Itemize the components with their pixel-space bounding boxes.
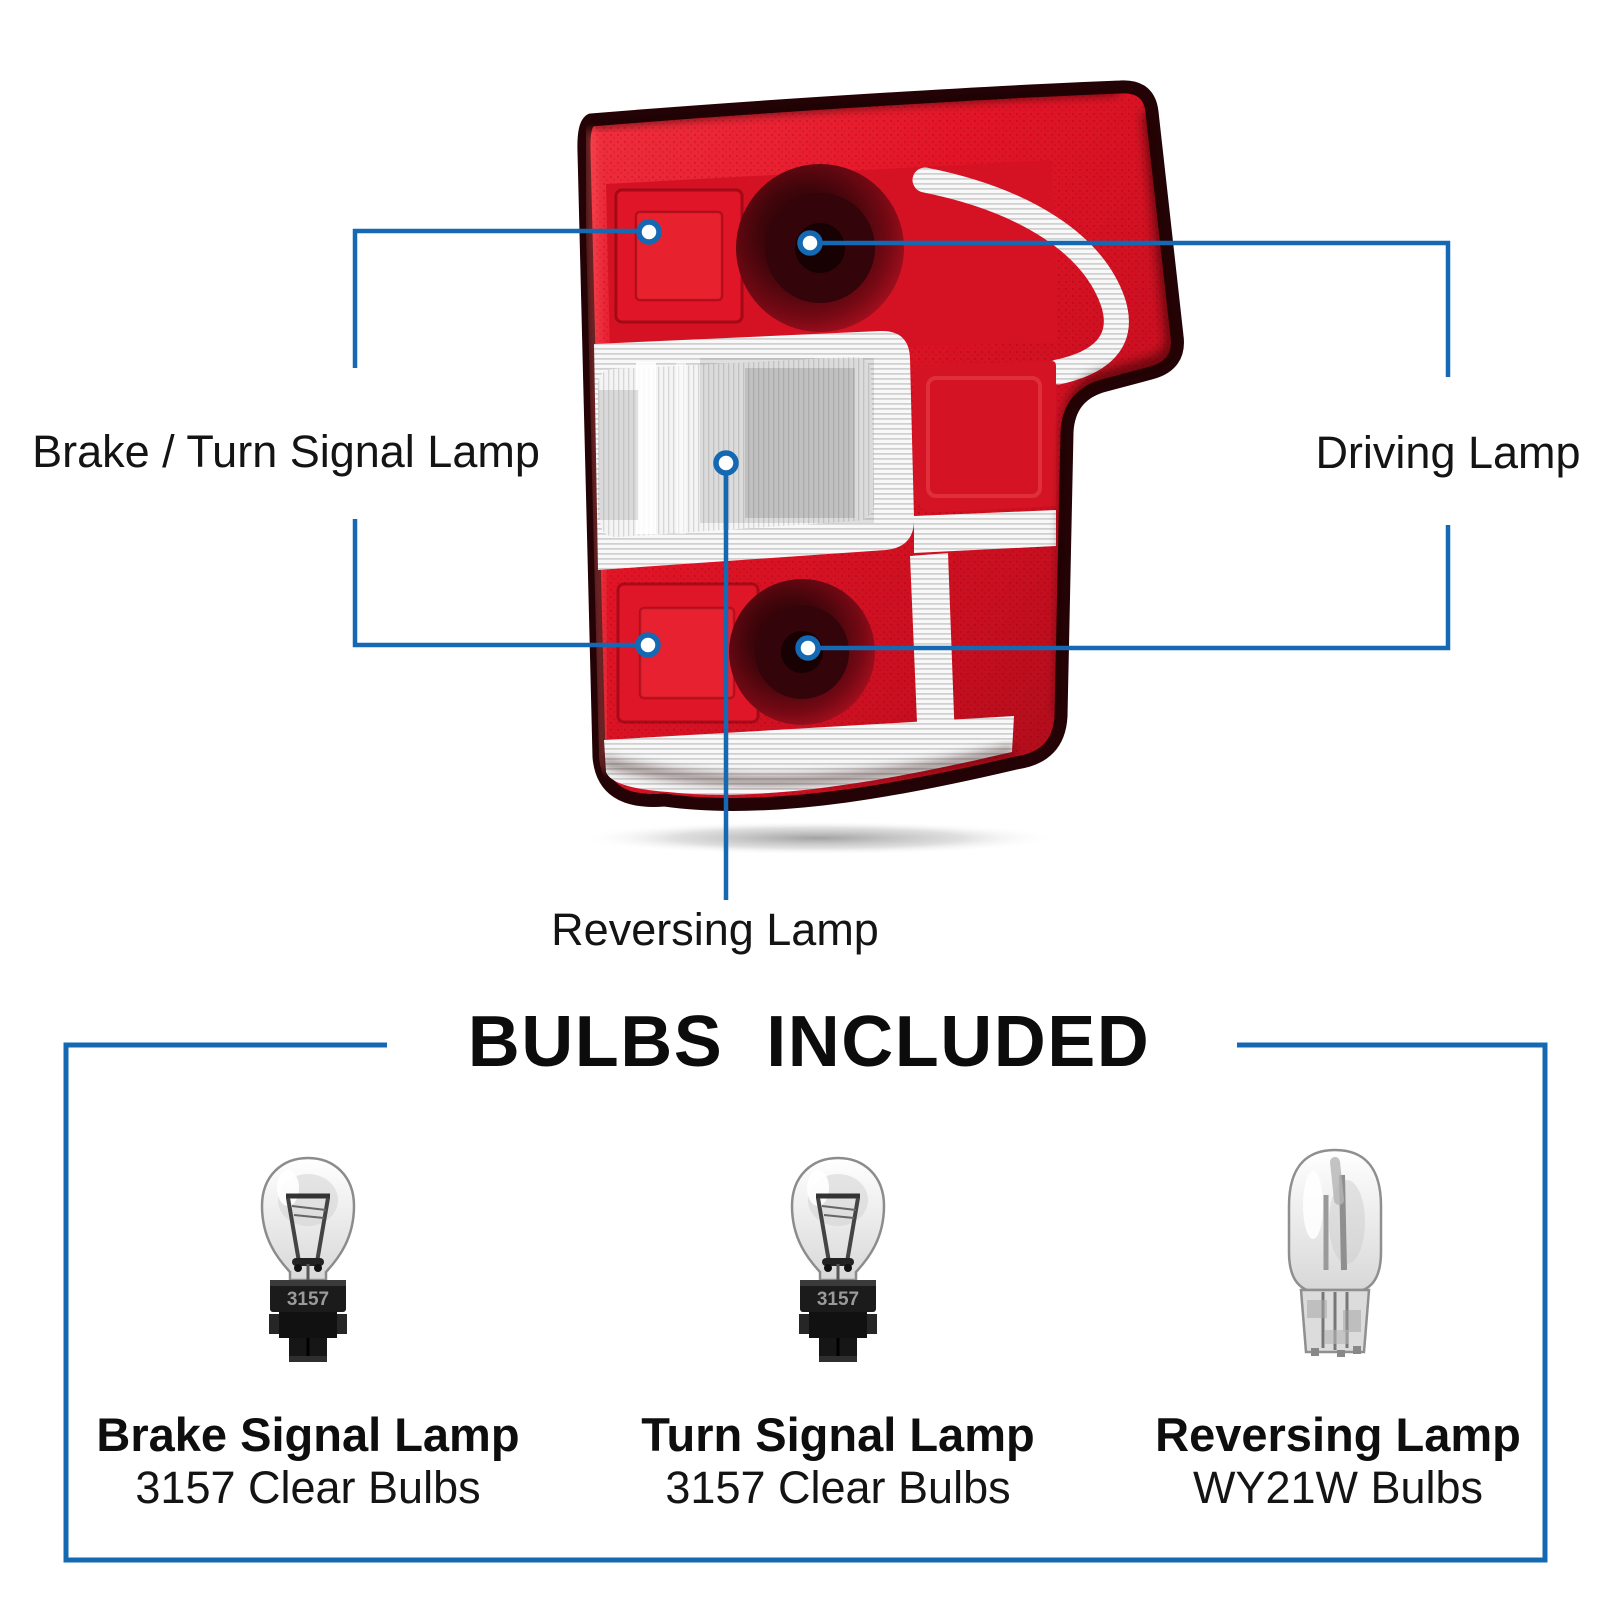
reversing-lamp-label: Reversing Lamp — [551, 904, 879, 955]
callout-dots — [635, 219, 823, 661]
bulbs-included-heading: BULBS INCLUDED — [467, 1002, 1151, 1082]
bulb-3157-turn-illustration: 3157 — [790, 1156, 886, 1362]
driving-lamp-label: Driving Lamp — [1315, 427, 1581, 478]
wing-chrome-light-guide — [912, 167, 1129, 385]
lamp-shadow — [578, 821, 1058, 855]
callout-dot-reversing — [713, 450, 739, 476]
brake-turn-signal-label: Brake / Turn Signal Lamp — [32, 426, 540, 477]
bulb-caption-brake: Brake Signal Lamp 3157 Clear Bulbs — [78, 1407, 538, 1513]
bulb-3157-brake-illustration: 3157 — [260, 1156, 356, 1362]
bulb-spec: 3157 Clear Bulbs — [135, 1462, 481, 1513]
callout-lines — [352, 228, 1451, 900]
driving-callout-line-top — [810, 240, 1451, 377]
callout-dot-brake-top — [636, 219, 662, 245]
bulb-base-marking: 3157 — [287, 1289, 329, 1310]
bulb-spec: WY21W Bulbs — [1192, 1462, 1484, 1513]
callout-dot-driving-top — [797, 230, 823, 256]
bulb-name: Turn Signal Lamp — [641, 1408, 1035, 1461]
bulbs-frame-border — [63, 1042, 1548, 1563]
brake-turn-callout-line-top — [352, 228, 641, 368]
bulb-spec: 3157 Clear Bulbs — [665, 1462, 1011, 1513]
bulb-caption-turn: Turn Signal Lamp 3157 Clear Bulbs — [608, 1407, 1068, 1513]
bulb-name: Reversing Lamp — [1155, 1408, 1521, 1461]
bulb-wy21w-illustration — [1287, 1148, 1383, 1357]
callout-dot-brake-bottom — [635, 632, 661, 658]
bulb-name: Brake Signal Lamp — [96, 1408, 520, 1461]
bulb-base-marking: 3157 — [817, 1289, 859, 1310]
brake-turn-callout-line-bottom — [352, 519, 643, 648]
middle-red-block — [914, 361, 1056, 513]
callout-dot-driving-bottom — [795, 635, 821, 661]
lamp-lens-details — [583, 86, 1178, 805]
tail-lamp-illustration — [577, 80, 1184, 855]
driving-callout-line-bottom — [808, 525, 1451, 651]
bulb-caption-reversing: Reversing Lamp WY21W Bulbs — [1108, 1407, 1568, 1513]
